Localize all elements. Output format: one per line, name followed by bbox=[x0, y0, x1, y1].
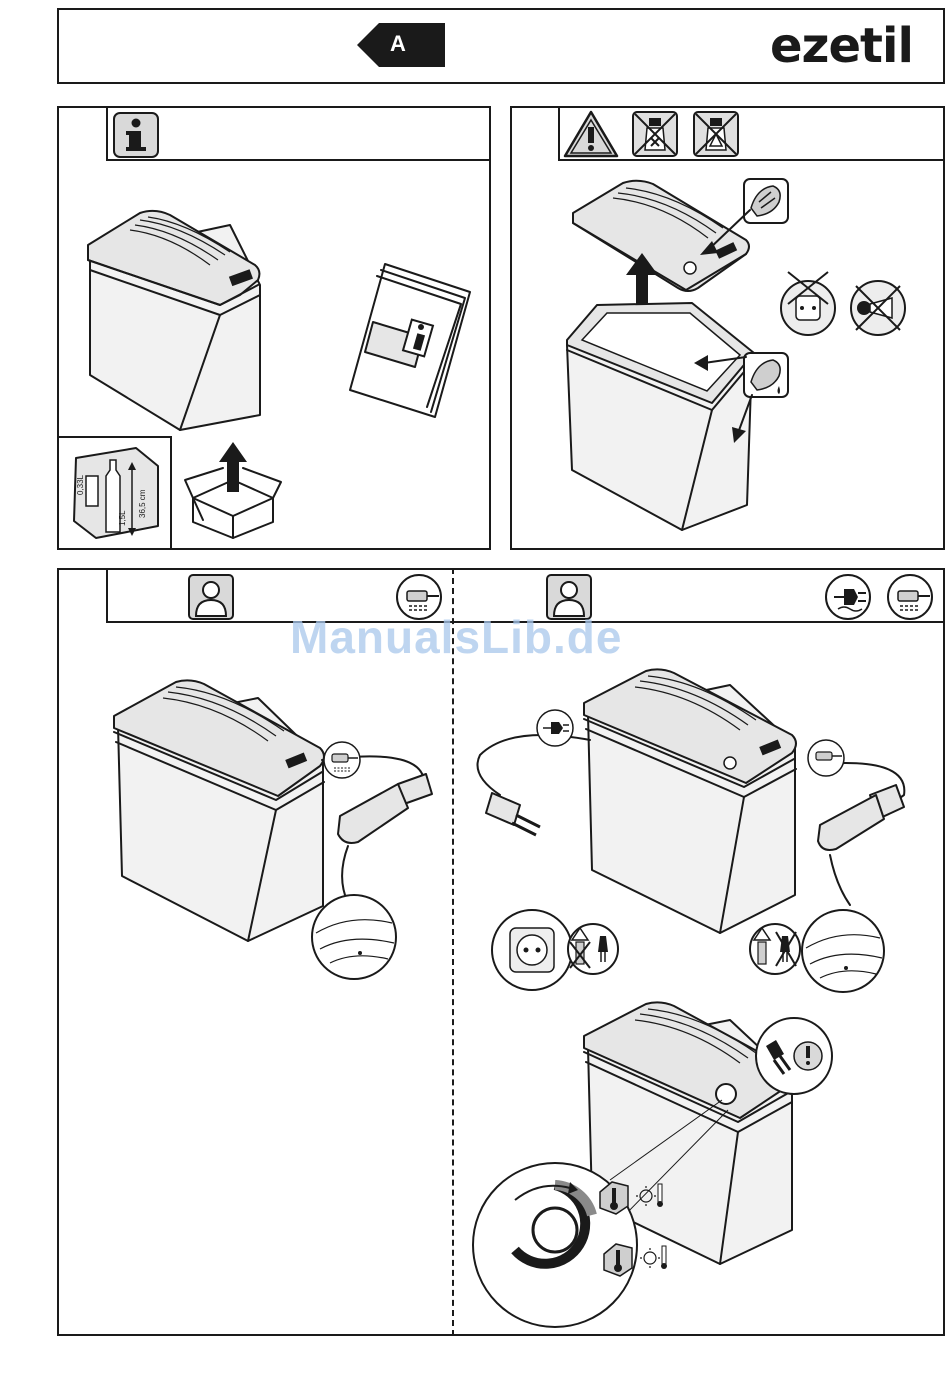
no-water-spray-icon bbox=[848, 278, 908, 338]
section-label: A bbox=[386, 31, 410, 57]
cooler-dual-connection-illustration bbox=[580, 665, 820, 945]
wall-socket-circle-icon bbox=[490, 908, 574, 992]
can-capacity-label: 0,33L bbox=[76, 475, 85, 495]
panel-divider bbox=[452, 568, 454, 1336]
manual-booklet-icon bbox=[345, 262, 475, 422]
cooler-box-illustration bbox=[80, 205, 280, 435]
warning-triangle-icon bbox=[563, 110, 619, 158]
car-socket-circle-icon bbox=[310, 893, 398, 981]
height-label: 36,5 cm bbox=[138, 490, 147, 518]
panel-info-tab bbox=[106, 106, 491, 161]
no-car-plug-in-mains-icon bbox=[566, 922, 620, 976]
car-socket-circle-icon-2 bbox=[800, 908, 886, 994]
cold-setting-icon bbox=[598, 1178, 668, 1218]
no-mains-plug-in-car-icon bbox=[748, 922, 802, 976]
bottle-capacity-label: 1,5L bbox=[118, 510, 127, 526]
unplug-warning-icon bbox=[754, 1016, 834, 1096]
user-icon bbox=[188, 574, 234, 620]
mains-plug-small-icon bbox=[535, 708, 575, 748]
car-plug-icon-2 bbox=[886, 573, 934, 621]
warm-setting-icon bbox=[602, 1240, 672, 1280]
info-icon bbox=[112, 111, 160, 159]
car-plug-small-icon bbox=[322, 740, 362, 780]
watermark: ManualsLib.de bbox=[290, 610, 622, 664]
unpack-box-icon bbox=[183, 440, 283, 540]
no-chemical-cleaner-icon bbox=[631, 110, 679, 158]
brand-logo: ezetil bbox=[770, 18, 913, 74]
mains-plug-icon bbox=[824, 573, 872, 621]
no-abrasive-cleaner-icon bbox=[692, 110, 740, 158]
no-socket-wash-icon bbox=[778, 278, 838, 338]
car-plug-small-icon-2 bbox=[806, 738, 846, 778]
